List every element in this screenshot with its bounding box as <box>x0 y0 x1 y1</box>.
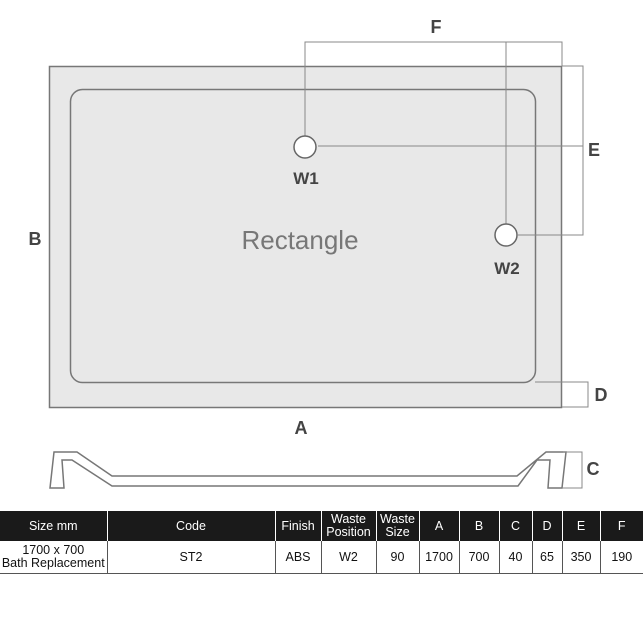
header-code: Code <box>107 511 276 541</box>
waste-outlet-w1 <box>293 135 317 159</box>
header-f-text: F <box>617 518 626 533</box>
shape-label: Rectangle <box>241 225 358 255</box>
header-b: B <box>459 511 500 541</box>
waste-outlet-w2 <box>494 223 518 247</box>
header-b-text: B <box>474 518 484 533</box>
header-waste-size-line2: Size <box>385 525 410 539</box>
dim-f-line <box>304 41 563 136</box>
header-c: C <box>499 511 533 541</box>
header-f: F <box>600 511 643 541</box>
dim-label-d: D <box>595 385 608 405</box>
header-d-text: D <box>542 518 552 533</box>
cell-f: 190 <box>611 549 633 564</box>
waste-label-w2: W2 <box>494 259 520 278</box>
cell-finish: ABS <box>275 541 322 574</box>
header-finish-text: Finish <box>281 518 315 533</box>
cell-waste-position: W2 <box>321 541 377 574</box>
cell-b: 700 <box>459 541 500 574</box>
header-a: A <box>419 511 460 541</box>
cell-waste-size: 90 <box>376 541 420 574</box>
dim-label-a: A <box>295 418 308 438</box>
cell-size-line2: Bath Replacement <box>1 556 105 570</box>
cell-e: 350 <box>562 541 601 574</box>
dim-label-e: E <box>588 140 600 160</box>
header-waste-size-line1: Waste <box>380 512 415 526</box>
header-c-text: C <box>510 518 521 533</box>
header-waste-position-line1: Waste <box>331 512 366 526</box>
dim-label-b: B <box>29 229 42 249</box>
tray-side-profile <box>49 451 567 489</box>
cell-a: 1700 <box>419 541 460 574</box>
header-e-text: E <box>576 518 586 533</box>
header-waste-position-line2: Position <box>326 525 371 539</box>
dim-c-line <box>562 451 583 489</box>
header-finish: Finish <box>275 511 322 541</box>
dim-label-c: C <box>587 459 600 479</box>
waste-label-w1: W1 <box>293 169 319 188</box>
dim-e-line <box>518 65 584 236</box>
cell-code: ST2 <box>107 541 276 574</box>
cell-c: 40 <box>499 541 533 574</box>
header-size-text: Size mm <box>28 518 78 533</box>
shower-tray-diagram: W1 W2 Rectangle F E B D A C <box>29 17 608 489</box>
tray-inner <box>69 88 537 384</box>
cell-size-line1: 1700 x 700 <box>22 543 85 557</box>
header-size: Size mm <box>0 511 108 541</box>
dim-d-line <box>535 381 589 408</box>
header-e: E <box>562 511 601 541</box>
header-a-text: A <box>434 518 444 533</box>
header-d: D <box>532 511 563 541</box>
header-code-text: Code <box>176 518 206 533</box>
cell-d: 65 <box>532 541 563 574</box>
dim-label-f: F <box>431 17 442 37</box>
